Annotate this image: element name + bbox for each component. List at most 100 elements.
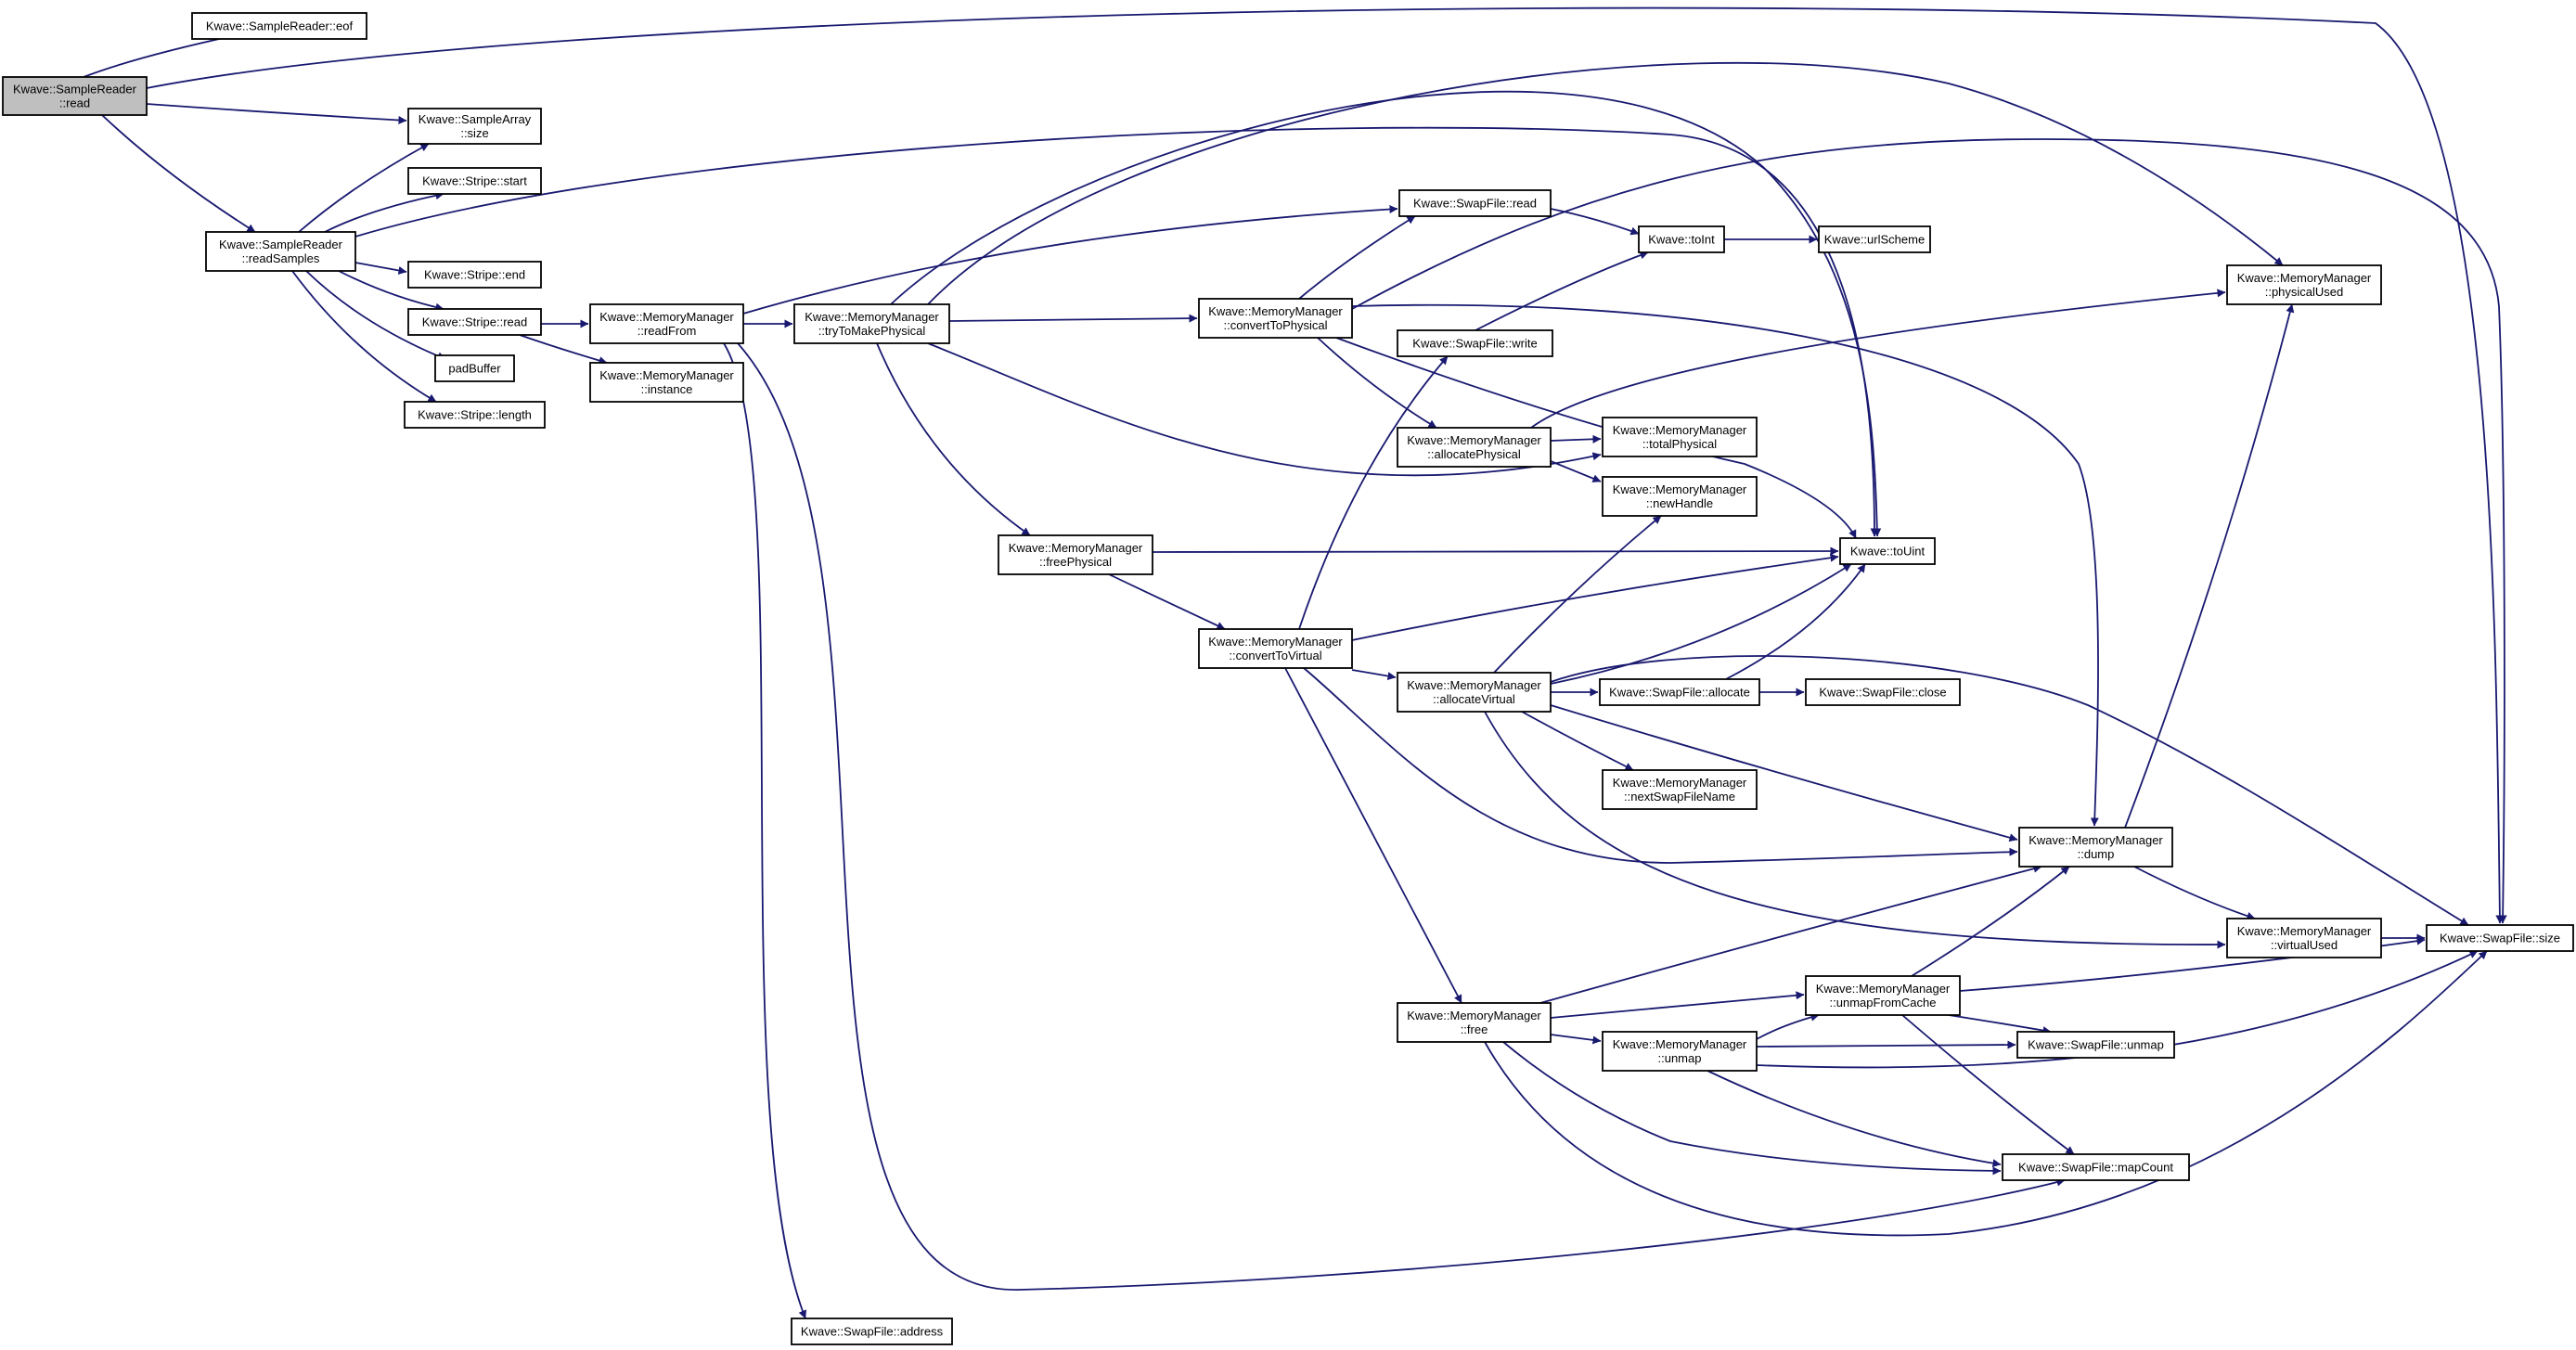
node-label: Kwave::MemoryManager: [599, 310, 734, 324]
node-mm-dump[interactable]: Kwave::MemoryManager::dump: [2018, 827, 2173, 868]
edge-mm_allocateVirtual-to-mm_newHandle: [1493, 515, 1662, 674]
node-mm-tryToMakePhysical[interactable]: Kwave::MemoryManager::tryToMakePhysical: [793, 303, 950, 344]
node-label: ::size: [460, 126, 488, 140]
edge-mm_unmapFromCache-to-mm_dump: [1911, 866, 2070, 977]
node-padBuffer[interactable]: padBuffer: [434, 354, 515, 382]
edge-st_read-to-mm_instance: [519, 334, 608, 365]
node-mm-convertToPhysical[interactable]: Kwave::MemoryManager::convertToPhysical: [1198, 298, 1353, 339]
node-label: ::allocatePhysical: [1427, 447, 1521, 461]
node-label: Kwave::MemoryManager: [1208, 304, 1343, 318]
node-box: [1398, 189, 1552, 217]
node-label: Kwave::SwapFile::write: [1412, 337, 1537, 351]
edge-mm_tryToMakePhysical-to-mm_freePhysical: [876, 342, 1031, 536]
node-label: Kwave::MemoryManager: [1613, 1037, 1747, 1051]
node-sf-address[interactable]: Kwave::SwapFile::address: [791, 1318, 953, 1345]
node-label: Kwave::MemoryManager: [1009, 541, 1143, 555]
edge-mm_readFrom-to-sf_mapCount: [737, 342, 2066, 1291]
node-label: Kwave::MemoryManager: [1613, 482, 1747, 496]
node-toInt[interactable]: Kwave::toInt: [1638, 225, 1725, 253]
node-box: [589, 362, 744, 403]
node-sf-unmap[interactable]: Kwave::SwapFile::unmap: [2016, 1031, 2175, 1059]
node-label: Kwave::SwapFile::allocate: [1609, 686, 1750, 700]
node-mm-readFrom[interactable]: Kwave::MemoryManager::readFrom: [589, 303, 744, 344]
edge-mm_free-to-mm_unmap: [1550, 1034, 1602, 1045]
edge-mm_allocateVirtual-to-toUint: [1550, 563, 1852, 685]
node-st-end[interactable]: Kwave::Stripe::end: [407, 261, 542, 289]
node-label: Kwave::Stripe::read: [422, 315, 527, 329]
node-sf-mapCount[interactable]: Kwave::SwapFile::mapCount: [2002, 1153, 2190, 1181]
node-sf-allocate[interactable]: Kwave::SwapFile::allocate: [1599, 678, 1760, 706]
edge-mm_convertToPhysical-to-mm_allocatePhysical: [1317, 337, 1437, 429]
node-box: [2016, 1031, 2175, 1059]
node-label: Kwave::SwapFile::address: [801, 1325, 944, 1339]
node-label: ::free: [1461, 1022, 1488, 1036]
node-st-read[interactable]: Kwave::Stripe::read: [407, 308, 542, 336]
edge-mm_convertToVirtual-to-sf_write: [1298, 355, 1449, 630]
node-box: [1602, 417, 1758, 457]
node-label: Kwave::SwapFile::close: [1819, 686, 1946, 700]
node-label: ::tryToMakePhysical: [818, 324, 926, 338]
edge-mm_readFrom-to-sf_address: [723, 342, 807, 1319]
edge-mm_unmap-to-sf_unmap: [1756, 1040, 2016, 1049]
node-mm-newHandle[interactable]: Kwave::MemoryManager::newHandle: [1602, 476, 1758, 517]
node-sr-readSamples[interactable]: Kwave::SampleReader::readSamples: [205, 231, 356, 272]
node-box: [1198, 628, 1353, 669]
node-label: ::instance: [641, 382, 693, 396]
edge-mm_allocateVirtual-to-mm_virtualUsed: [1484, 711, 2226, 949]
node-box: [2002, 1153, 2190, 1181]
node-sr-read[interactable]: Kwave::SampleReader::read: [2, 76, 148, 116]
node-sf-size[interactable]: Kwave::SwapFile::size: [2426, 924, 2574, 952]
node-mm-allocatePhysical[interactable]: Kwave::MemoryManager::allocatePhysical: [1397, 427, 1552, 468]
node-sf-write[interactable]: Kwave::SwapFile::write: [1397, 329, 1553, 357]
node-box: [1397, 329, 1553, 357]
node-sa-size[interactable]: Kwave::SampleArray::size: [407, 108, 542, 145]
edge-sr_read-to-sr_readSamples: [101, 114, 256, 233]
node-sf-read[interactable]: Kwave::SwapFile::read: [1398, 189, 1552, 217]
node-mm-convertToVirtual[interactable]: Kwave::MemoryManager::convertToVirtual: [1198, 628, 1353, 669]
node-label: ::freePhysical: [1039, 555, 1112, 569]
node-box: [1602, 476, 1758, 517]
node-mm-nextSwapFileName[interactable]: Kwave::MemoryManager::nextSwapFileName: [1602, 769, 1758, 810]
edge-mm_tryToMakePhysical-to-mm_convertToPhysical: [948, 314, 1198, 323]
node-box: [1602, 1031, 1758, 1072]
node-label: Kwave::SampleReader: [219, 238, 343, 251]
node-label: Kwave::SampleArray: [419, 112, 532, 126]
node-layer: Kwave::SampleReader::readKwave::SampleRe…: [2, 12, 2574, 1345]
edge-sf_write-to-toInt: [1475, 251, 1649, 331]
node-label: Kwave::MemoryManager: [1407, 1009, 1541, 1022]
node-mm-free[interactable]: Kwave::MemoryManager::free: [1397, 1002, 1552, 1043]
node-toUint[interactable]: Kwave::toUint: [1839, 537, 1936, 565]
node-urlScheme[interactable]: Kwave::urlScheme: [1818, 225, 1931, 253]
edge-mm_free-to-mm_unmapFromCache: [1550, 991, 1805, 1019]
node-mm-instance[interactable]: Kwave::MemoryManager::instance: [589, 362, 744, 403]
node-label: ::totalPhysical: [1642, 437, 1717, 451]
edge-sr_read-to-sa_size: [146, 103, 407, 124]
edge-mm_tryToMakePhysical-to-mm_totalPhysical: [927, 342, 1602, 477]
node-label: Kwave::urlScheme: [1824, 233, 1925, 247]
node-label: ::convertToVirtual: [1229, 649, 1321, 662]
node-mm-freePhysical[interactable]: Kwave::MemoryManager::freePhysical: [998, 534, 1153, 575]
node-label: Kwave::MemoryManager: [1613, 776, 1747, 790]
node-box: [205, 231, 356, 272]
node-box: [2226, 918, 2382, 958]
node-mm-physicalUsed[interactable]: Kwave::MemoryManager::physicalUsed: [2226, 264, 2382, 305]
node-sf-close[interactable]: Kwave::SwapFile::close: [1805, 678, 1961, 706]
node-label: ::read: [59, 96, 90, 110]
node-box: [407, 261, 542, 289]
node-mm-unmap[interactable]: Kwave::MemoryManager::unmap: [1602, 1031, 1758, 1072]
node-sr-eof[interactable]: Kwave::SampleReader::eof: [191, 12, 367, 40]
edge-sf_allocate-to-toUint: [1725, 563, 1866, 680]
node-label: Kwave::SwapFile::size: [2440, 932, 2560, 945]
edge-mm_allocateVirtual-to-mm_dump: [1550, 704, 2018, 842]
node-mm-totalPhysical[interactable]: Kwave::MemoryManager::totalPhysical: [1602, 417, 1758, 457]
node-st-length[interactable]: Kwave::Stripe::length: [404, 401, 546, 429]
edge-sr_readSamples-to-st_end: [354, 262, 407, 275]
edge-sf_read-to-toInt: [1550, 208, 1640, 236]
node-mm-unmapFromCache[interactable]: Kwave::MemoryManager::unmapFromCache: [1805, 975, 1961, 1016]
node-box: [1805, 678, 1961, 706]
node-mm-virtualUsed[interactable]: Kwave::MemoryManager::virtualUsed: [2226, 918, 2382, 958]
node-st-start[interactable]: Kwave::Stripe::start: [407, 167, 542, 195]
node-box: [1599, 678, 1760, 706]
node-label: Kwave::Stripe::length: [418, 408, 532, 422]
node-mm-allocateVirtual[interactable]: Kwave::MemoryManager::allocateVirtual: [1397, 672, 1552, 713]
